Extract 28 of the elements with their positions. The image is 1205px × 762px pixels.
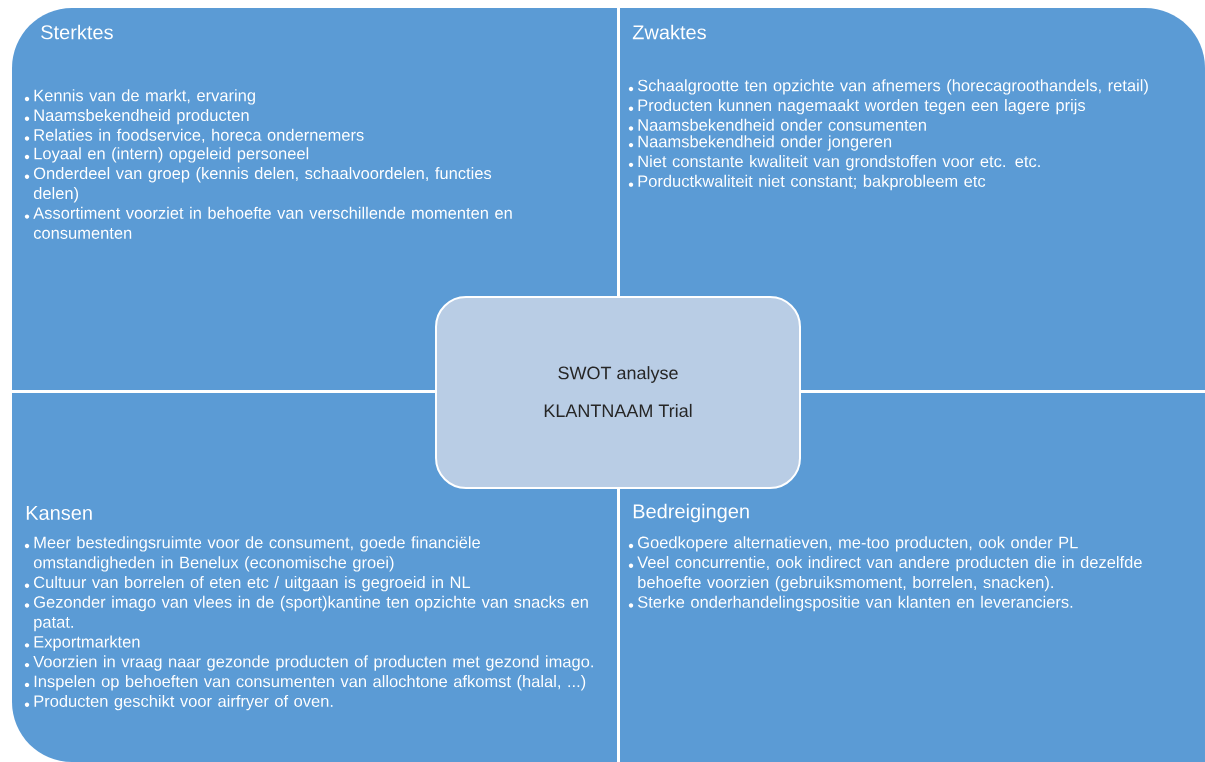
panel-heading: Bedreigingen	[633, 503, 749, 523]
bullet-item: Schaalgrootte ten opzichte van afnemers (horecagroothandels, retail)	[628, 79, 1148, 95]
center-title: KLANTNAAM Trial	[544, 403, 692, 418]
bullet-item: Gezonder imago van vlees in de (sport)kantine ten opzichte van snacks en patat.	[24, 595, 588, 632]
bullet-item: Loyaal en (intern) opgeleid personeel	[24, 147, 309, 163]
bullet-item: Porductkwaliteit niet constant; bakprobleem etc	[628, 174, 986, 191]
bullet-item: Producten geschikt voor airfryer of oven.	[24, 694, 333, 711]
bullet-item: Niet constante kwaliteit van grondstoffen voor etc. etc.	[628, 155, 1040, 171]
bullet-item: Sterke onderhandelingspositie van klanten en leveranciers.	[628, 595, 1073, 612]
bullet-item: Naamsbekendheid producten	[24, 109, 249, 125]
bullet-item: Kennis van de markt, ervaring	[24, 89, 255, 105]
bullet-item: Assortiment voorziet in behoefte van verschillende momenten en consumenten	[24, 206, 512, 239]
bullet-item: Goedkopere alternatieven, me-too producten, ook onder PL	[628, 536, 1078, 552]
bullet-item: Veel concurrentie, ook indirect van andere producten die in dezelfde behoefte voorzien (gebruiksmoment, borrelen, snacken).	[628, 556, 1142, 592]
bullet-item: Producten kunnen nagemaakt worden tegen een lagere prijs	[628, 99, 1086, 115]
center-title: SWOT analyse	[558, 366, 678, 383]
bullet-item: Voorzien in vraag naar gezonde producten of producten met gezond imago.	[24, 655, 593, 671]
bullet-item: Exportmarkten	[24, 635, 140, 651]
panel-heading: Zwaktes	[632, 24, 706, 40]
bullet-item: Naamsbekendheid onder consumenten	[628, 118, 926, 131]
bullet-item: Meer bestedingsruimte voor de consument, goede financiële omstandigheden in Benelux (economische groei)	[24, 536, 480, 572]
bullet-item: Relaties in foodservice, horeca ondernemers	[24, 128, 364, 143]
bullet-item: Inspelen op behoeften van consumenten van allochtone afkomst (halal, ...)	[24, 675, 586, 691]
panel-heading: Kansen	[26, 506, 92, 520]
bullet-item: Naamsbekendheid onder jongeren	[628, 135, 892, 151]
bullet-item: Onderdeel van groep (kennis delen, schaalvoordelen, functies delen)	[24, 167, 492, 203]
bullet-item: Cultuur van borrelen of eten etc / uitgaan is gegroeid in NL	[24, 576, 471, 592]
panel-heading: Sterktes	[41, 24, 113, 40]
